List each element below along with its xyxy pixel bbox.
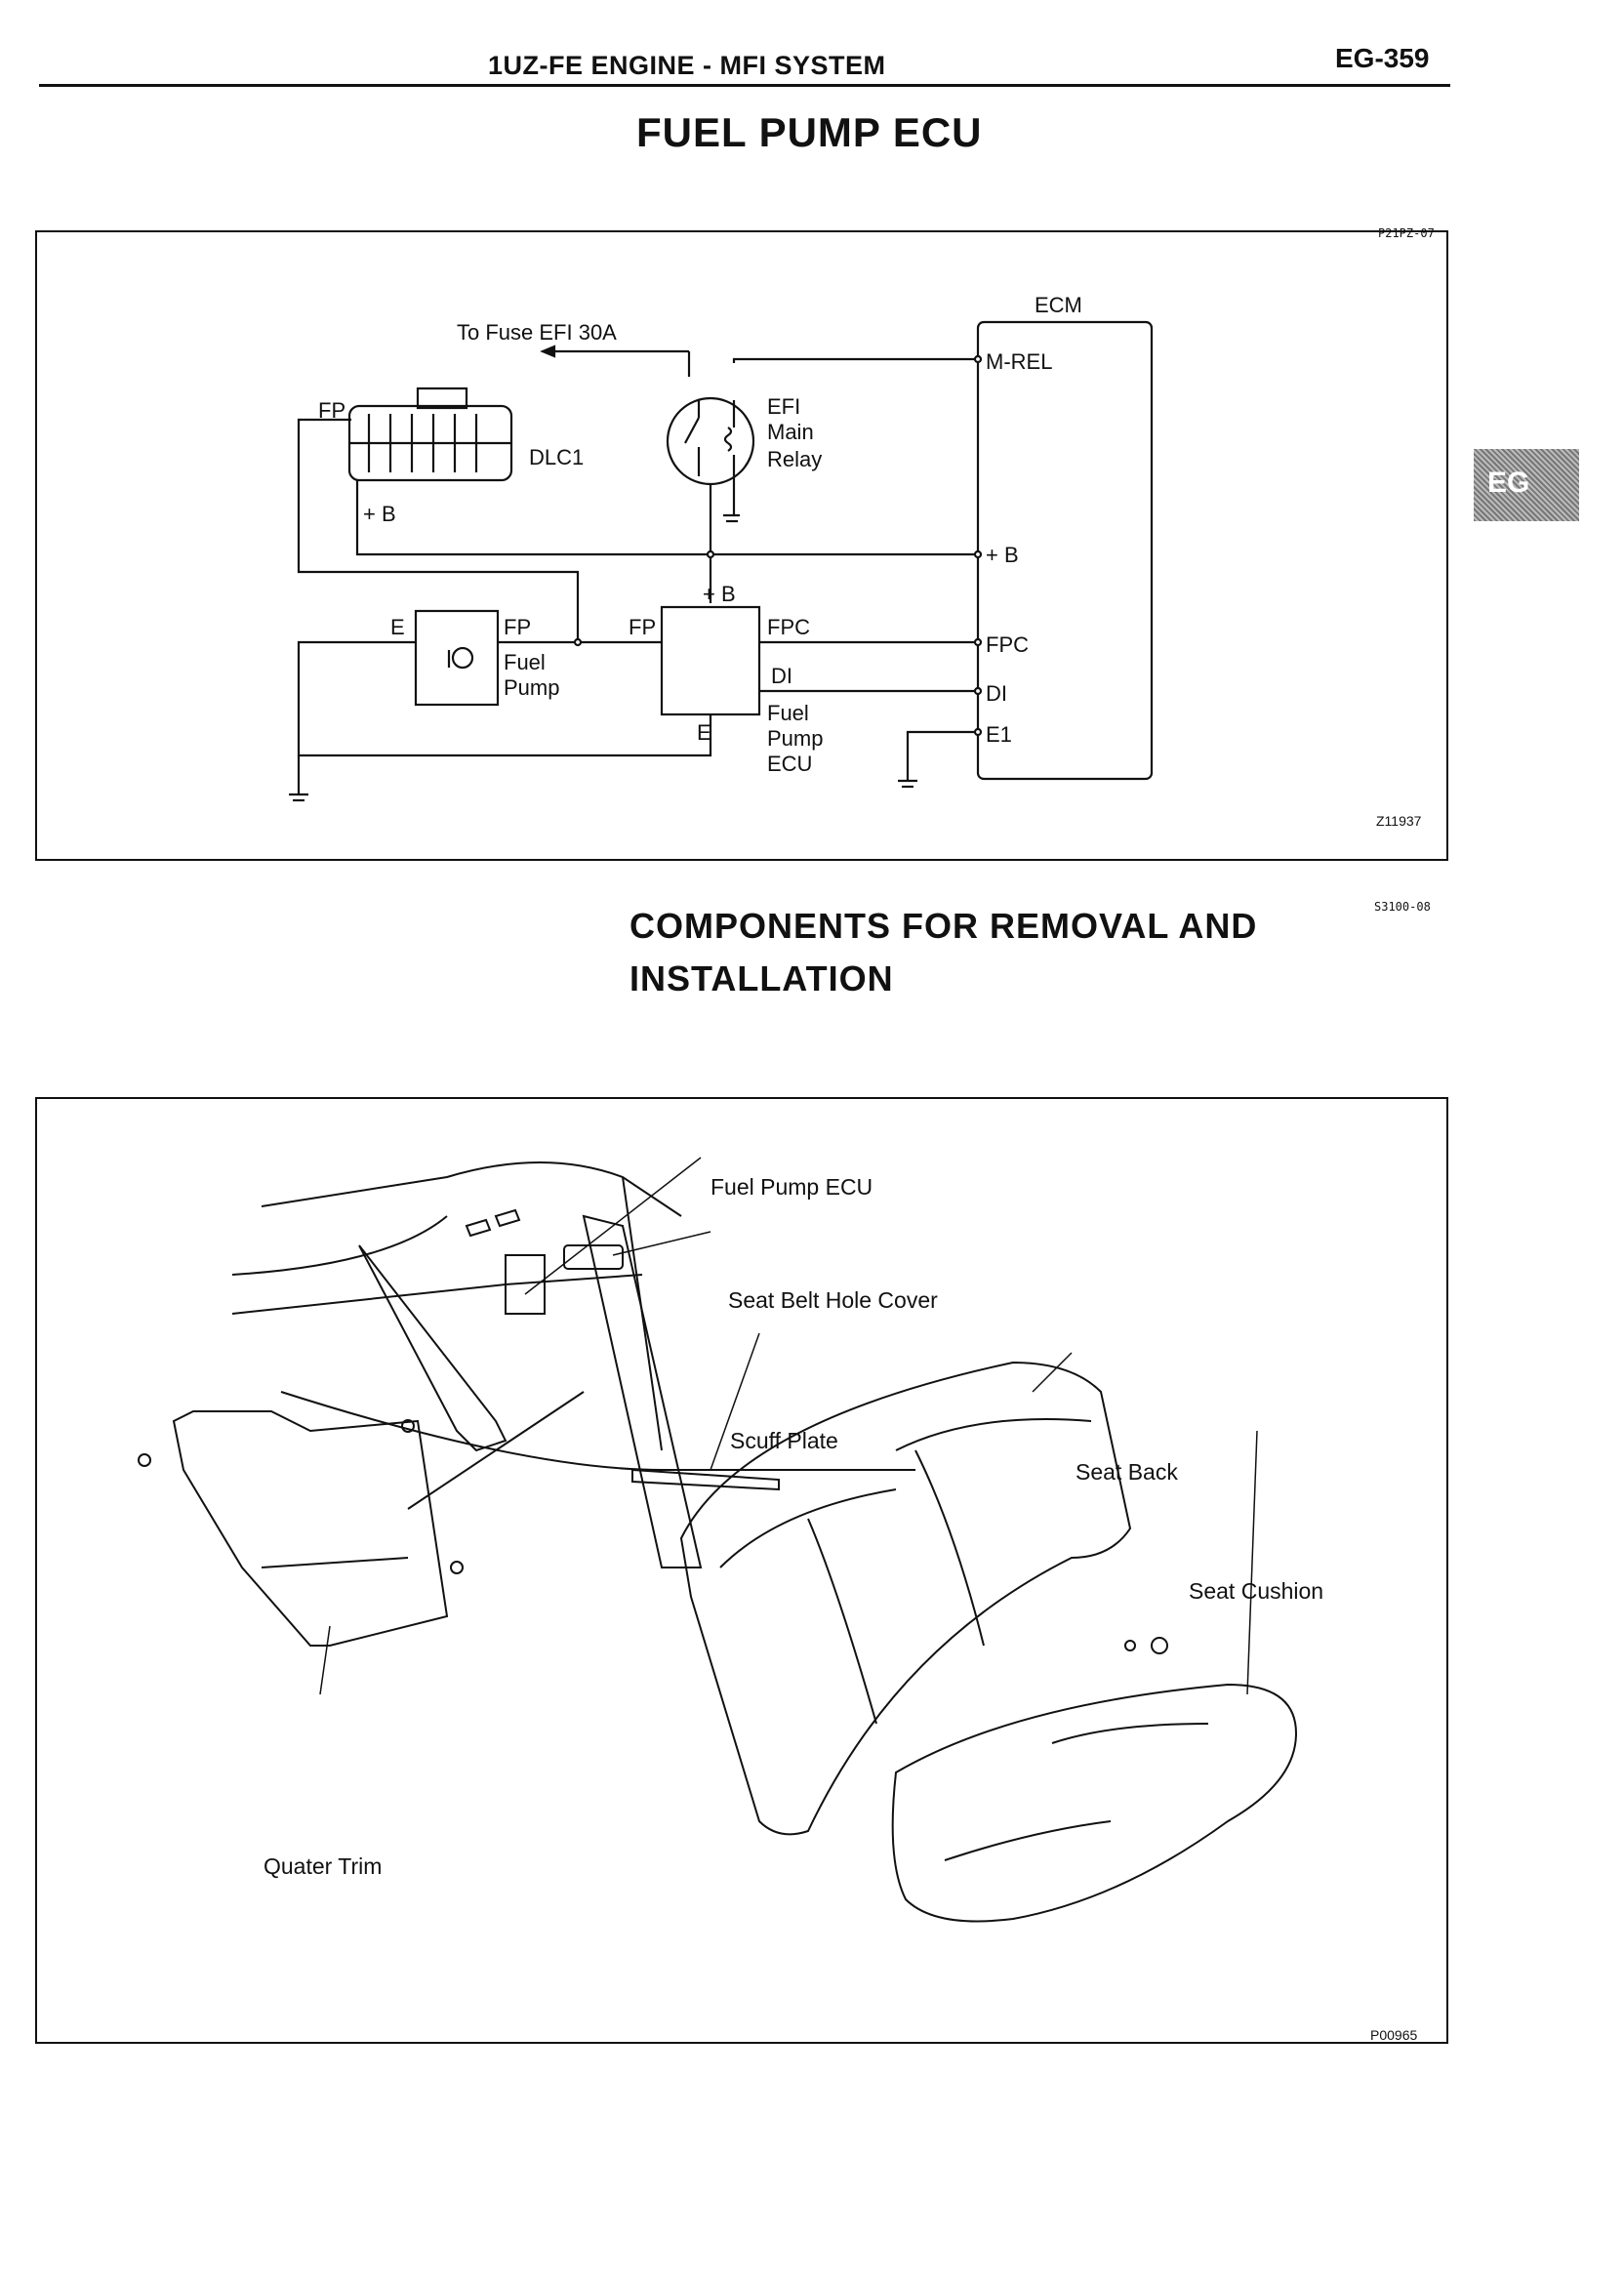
components-illustration: Fuel Pump ECU Seat Belt Hole Cover Scuff… (35, 1097, 1448, 2044)
seat-belt-hole-cover (563, 1244, 624, 1270)
scuff-plate (631, 1468, 780, 1491)
wire-fp (297, 418, 580, 642)
label-ecu-fp: FP (629, 615, 656, 639)
efi-main-relay (666, 396, 755, 486)
seat-belt-left (358, 1244, 508, 1452)
label-dlc1: DLC1 (529, 445, 584, 469)
wiring-diagram-svg: To Fuse EFI 30A ECM M-REL EFI Main Relay… (289, 293, 1422, 829)
label-ecu-di: DI (771, 664, 792, 688)
callout-seat-cushion: Seat Cushion (1189, 1578, 1323, 1604)
label-ecm-plus-b: + B (986, 543, 1019, 567)
label-pump-fp: FP (504, 615, 531, 639)
label-pump-pump: Pump (504, 675, 559, 700)
callout-seat-belt-hole-cover: Seat Belt Hole Cover (728, 1287, 938, 1313)
callout-scuff-plate: Scuff Plate (730, 1428, 838, 1453)
figure-id-2: P00965 (1370, 2027, 1417, 2042)
callout-quater-trim: Quater Trim (264, 1853, 382, 1879)
section-code-2: S3100-08 (1374, 900, 1431, 914)
header-rule (39, 84, 1450, 87)
label-ecu-fpc: FPC (767, 615, 810, 639)
page-header-title: 1UZ-FE ENGINE - MFI SYSTEM (488, 51, 886, 80)
label-efi: EFI (767, 394, 800, 419)
label-ecm-e1: E1 (986, 722, 1012, 747)
section-tab: EG (1474, 449, 1579, 521)
fuel-pump-ecu-part (505, 1254, 546, 1315)
arrow-to-fuse (540, 345, 556, 358)
figure-code-1: P21PZ-07 (1378, 226, 1435, 240)
section-title-fuel-pump-ecu: FUEL PUMP ECU (636, 109, 983, 155)
section-title-line1: COMPONENTS FOR REMOVAL AND (629, 906, 1258, 946)
label-dlc-fp: FP (318, 398, 345, 423)
label-ecm-di: DI (986, 681, 1007, 706)
seat-cushion (891, 1683, 1298, 1923)
wiring-diagram: To Fuse EFI 30A ECM M-REL EFI Main Relay… (35, 230, 1448, 861)
section-title-components: COMPONENTS FOR REMOVAL AND INSTALLATION (629, 900, 1257, 1005)
page-number: EG-359 (1335, 43, 1430, 73)
fuel-pump-box (414, 609, 500, 707)
wire-mrel (732, 357, 978, 363)
figure-id-1: Z11937 (1376, 813, 1422, 829)
label-dlc-plus-b: + B (363, 502, 396, 526)
wire-plus-b (355, 480, 978, 556)
label-mrel: M-REL (986, 349, 1052, 374)
label-ecm: ECM (1035, 293, 1082, 317)
fuel-pump-ecu-box (660, 605, 761, 716)
label-ecm-fpc: FPC (986, 632, 1029, 657)
label-pump-e: E (390, 615, 405, 639)
callout-seat-back: Seat Back (1076, 1459, 1178, 1485)
section-tab-label: EG (1487, 467, 1530, 499)
label-ecu-pump: Pump (767, 726, 823, 751)
label-relay: Relay (767, 447, 822, 471)
label-main: Main (767, 420, 814, 444)
components-svg: Fuel Pump ECU Seat Belt Hole Cover Scuff… (138, 1157, 1417, 2042)
callout-fuel-pump-ecu: Fuel Pump ECU (710, 1174, 873, 1200)
label-ecu-e: E (697, 720, 711, 745)
roof-line (261, 1161, 682, 1217)
label-ecu-ecu: ECU (767, 752, 812, 776)
label-ecu-plus-b: + B (703, 582, 736, 606)
label-to-fuse: To Fuse EFI 30A (457, 320, 617, 345)
seat-belt-pillar (582, 1214, 703, 1568)
quater-trim (172, 1410, 449, 1647)
section-title-line2: INSTALLATION (629, 958, 894, 998)
label-ecu-fuel: Fuel (767, 701, 809, 725)
label-pump-fuel: Fuel (504, 650, 546, 674)
seat-back (679, 1361, 1132, 1836)
